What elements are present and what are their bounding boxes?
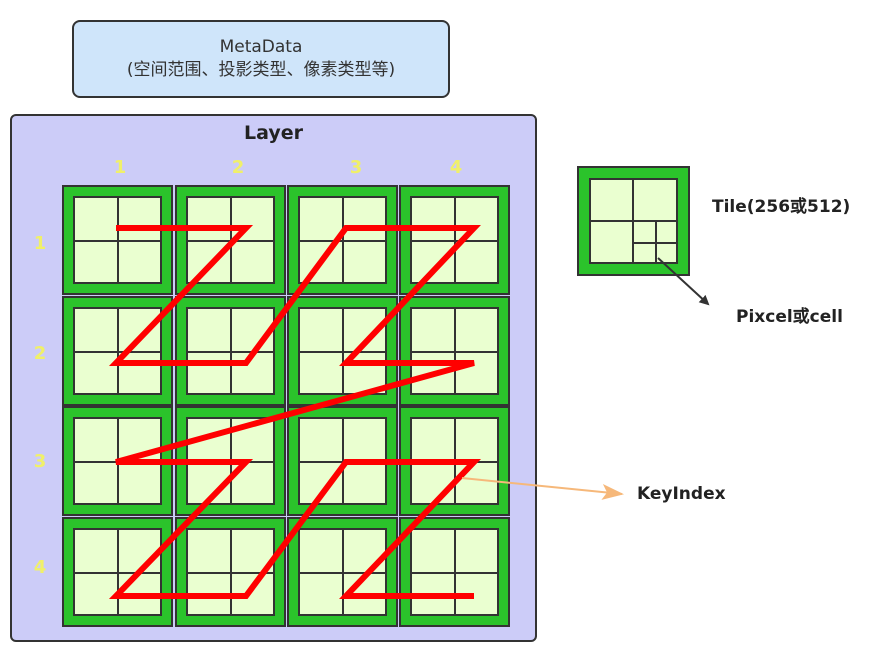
tile-r2-c1 xyxy=(62,296,173,406)
tile-cell-grid xyxy=(73,196,162,284)
row-label-3: 3 xyxy=(33,451,47,472)
key-index-label: KeyIndex xyxy=(637,484,726,504)
metadata-subtitle: (空间范围、投影类型、像素类型等) xyxy=(126,60,396,80)
tile-r1-c3 xyxy=(287,185,398,295)
column-label-2: 2 xyxy=(231,157,245,178)
tile-cell-grid xyxy=(73,307,162,395)
metadata-title: MetaData xyxy=(219,37,303,57)
tile-cell-grid xyxy=(73,528,162,616)
row-label-2: 2 xyxy=(33,343,47,364)
tile-r2-c3 xyxy=(287,296,398,406)
tile-cell-grid xyxy=(410,307,499,395)
tile-cell-grid xyxy=(410,528,499,616)
legend-tile xyxy=(577,166,690,276)
row-label-4: 4 xyxy=(33,557,47,578)
legend-cell-subgrid xyxy=(634,222,676,262)
row-label-1: 1 xyxy=(33,233,47,254)
tile-label: Tile(256或512) xyxy=(712,197,851,217)
cell-label: Pixcel或cell xyxy=(736,307,843,327)
tile-r4-c4 xyxy=(399,517,510,627)
column-label-1: 1 xyxy=(113,157,127,178)
tile-cell-grid xyxy=(298,307,387,395)
column-label-3: 3 xyxy=(349,157,363,178)
cell-pointer-arrow xyxy=(657,257,710,306)
tile-r1-c4 xyxy=(399,185,510,295)
tile-r1-c1 xyxy=(62,185,173,295)
tile-r3-c3 xyxy=(287,406,398,516)
tile-r2-c2 xyxy=(175,296,286,406)
layer-title: Layer xyxy=(244,122,303,144)
column-label-4: 4 xyxy=(449,157,463,178)
metadata-box: MetaData (空间范围、投影类型、像素类型等) xyxy=(72,20,450,98)
legend-tile-grid xyxy=(589,178,678,264)
z-order-curve xyxy=(108,225,482,599)
tile-cell-grid xyxy=(186,528,275,616)
tile-cell-grid xyxy=(186,307,275,395)
tile-r4-c1 xyxy=(62,517,173,627)
tile-cell-grid xyxy=(410,196,499,284)
tile-r2-c4 xyxy=(399,296,510,406)
key-index-arrow xyxy=(461,477,624,500)
